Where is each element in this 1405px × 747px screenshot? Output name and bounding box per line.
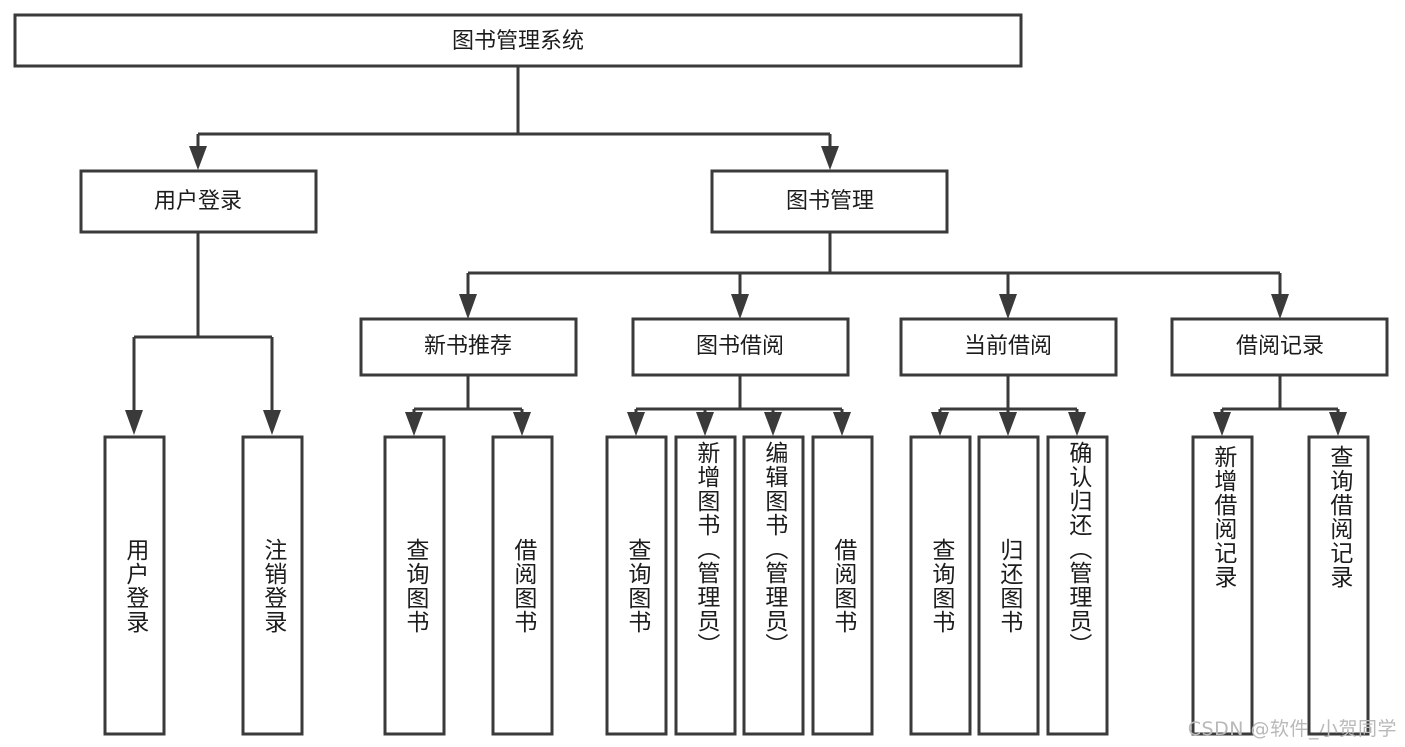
arrow-head-book-manage: [821, 146, 839, 170]
arrow-head-leaf-query-book-3: [931, 412, 949, 436]
arrow-head-leaf-query-book-2: [627, 412, 645, 436]
connector-group: [125, 66, 1347, 436]
node-leaf-confirm-return-box[interactable]: [1046, 435, 1109, 736]
arrow-head-borrow-record: [1271, 294, 1289, 319]
node-book-manage-label: 图书管理: [786, 189, 874, 214]
node-book-borrow-box[interactable]: [631, 317, 850, 377]
arrow-head-leaf-edit-book: [764, 412, 782, 436]
node-borrow-record-box[interactable]: [1170, 317, 1389, 377]
arrow-head-current-borrow: [999, 294, 1017, 319]
arrow-head-leaf-user-login: [125, 410, 143, 435]
watermark-text: CSDN @软件_小贺同学: [1187, 718, 1397, 740]
arrow-head-leaf-add-book: [696, 412, 714, 436]
arrow-head-leaf-return-book: [999, 412, 1017, 436]
node-current-borrow-box[interactable]: [899, 317, 1118, 377]
node-new-book-recommend[interactable]: 新书推荐: [359, 317, 578, 377]
node-borrow-record-label: 借阅记录: [1236, 334, 1324, 359]
node-leaf-user-logout-box[interactable]: [241, 435, 304, 736]
node-leaf-return-book-box[interactable]: [977, 435, 1040, 736]
arrow-head-leaf-borrow-book-1: [513, 412, 531, 436]
arrow-head-leaf-query-record: [1329, 412, 1347, 436]
node-current-borrow[interactable]: 当前借阅: [899, 317, 1118, 377]
arrow-head-book-borrow: [731, 294, 749, 319]
node-root-box[interactable]: [13, 13, 1023, 68]
node-root-label: 图书管理系统: [452, 29, 584, 54]
node-leaf-borrow-book-1-box[interactable]: [491, 435, 554, 736]
node-user-login-label: 用户登录: [154, 189, 242, 214]
node-leaf-add-book-box[interactable]: [674, 435, 737, 736]
arrow-head-user-login: [189, 146, 207, 170]
node-book-manage-box[interactable]: [710, 169, 949, 234]
arrow-head-leaf-user-logout: [263, 410, 281, 435]
node-leaf-query-book-2-box[interactable]: [605, 435, 668, 736]
node-book-borrow-label: 图书借阅: [696, 334, 784, 359]
node-leaf-query-book-3-box[interactable]: [909, 435, 972, 736]
node-leaf-query-record-box[interactable]: [1307, 435, 1370, 736]
node-user-login-box[interactable]: [79, 169, 318, 234]
node-leaf-add-record-box[interactable]: [1191, 435, 1254, 736]
arrow-head-leaf-add-record: [1213, 412, 1231, 436]
node-leaf-user-login-box[interactable]: [103, 435, 166, 736]
node-book-manage[interactable]: 图书管理: [710, 169, 949, 234]
arrow-head-new-book-recommend: [459, 294, 477, 319]
node-new-book-recommend-box[interactable]: [359, 317, 578, 377]
node-new-book-recommend-label: 新书推荐: [424, 334, 512, 359]
node-user-login[interactable]: 用户登录: [79, 169, 318, 234]
node-current-borrow-label: 当前借阅: [964, 334, 1052, 359]
arrow-head-leaf-query-book-1: [405, 412, 423, 436]
node-leaf-borrow-book-2-box[interactable]: [811, 435, 874, 736]
node-borrow-record[interactable]: 借阅记录: [1170, 317, 1389, 377]
arrow-head-leaf-confirm-return: [1068, 412, 1086, 436]
node-leaf-query-book-1-box[interactable]: [383, 435, 446, 736]
node-leaf-edit-book-box[interactable]: [742, 435, 805, 736]
node-root[interactable]: 图书管理系统: [13, 13, 1023, 68]
arrow-head-leaf-borrow-book-2: [833, 412, 851, 436]
node-book-borrow[interactable]: 图书借阅: [631, 317, 850, 377]
